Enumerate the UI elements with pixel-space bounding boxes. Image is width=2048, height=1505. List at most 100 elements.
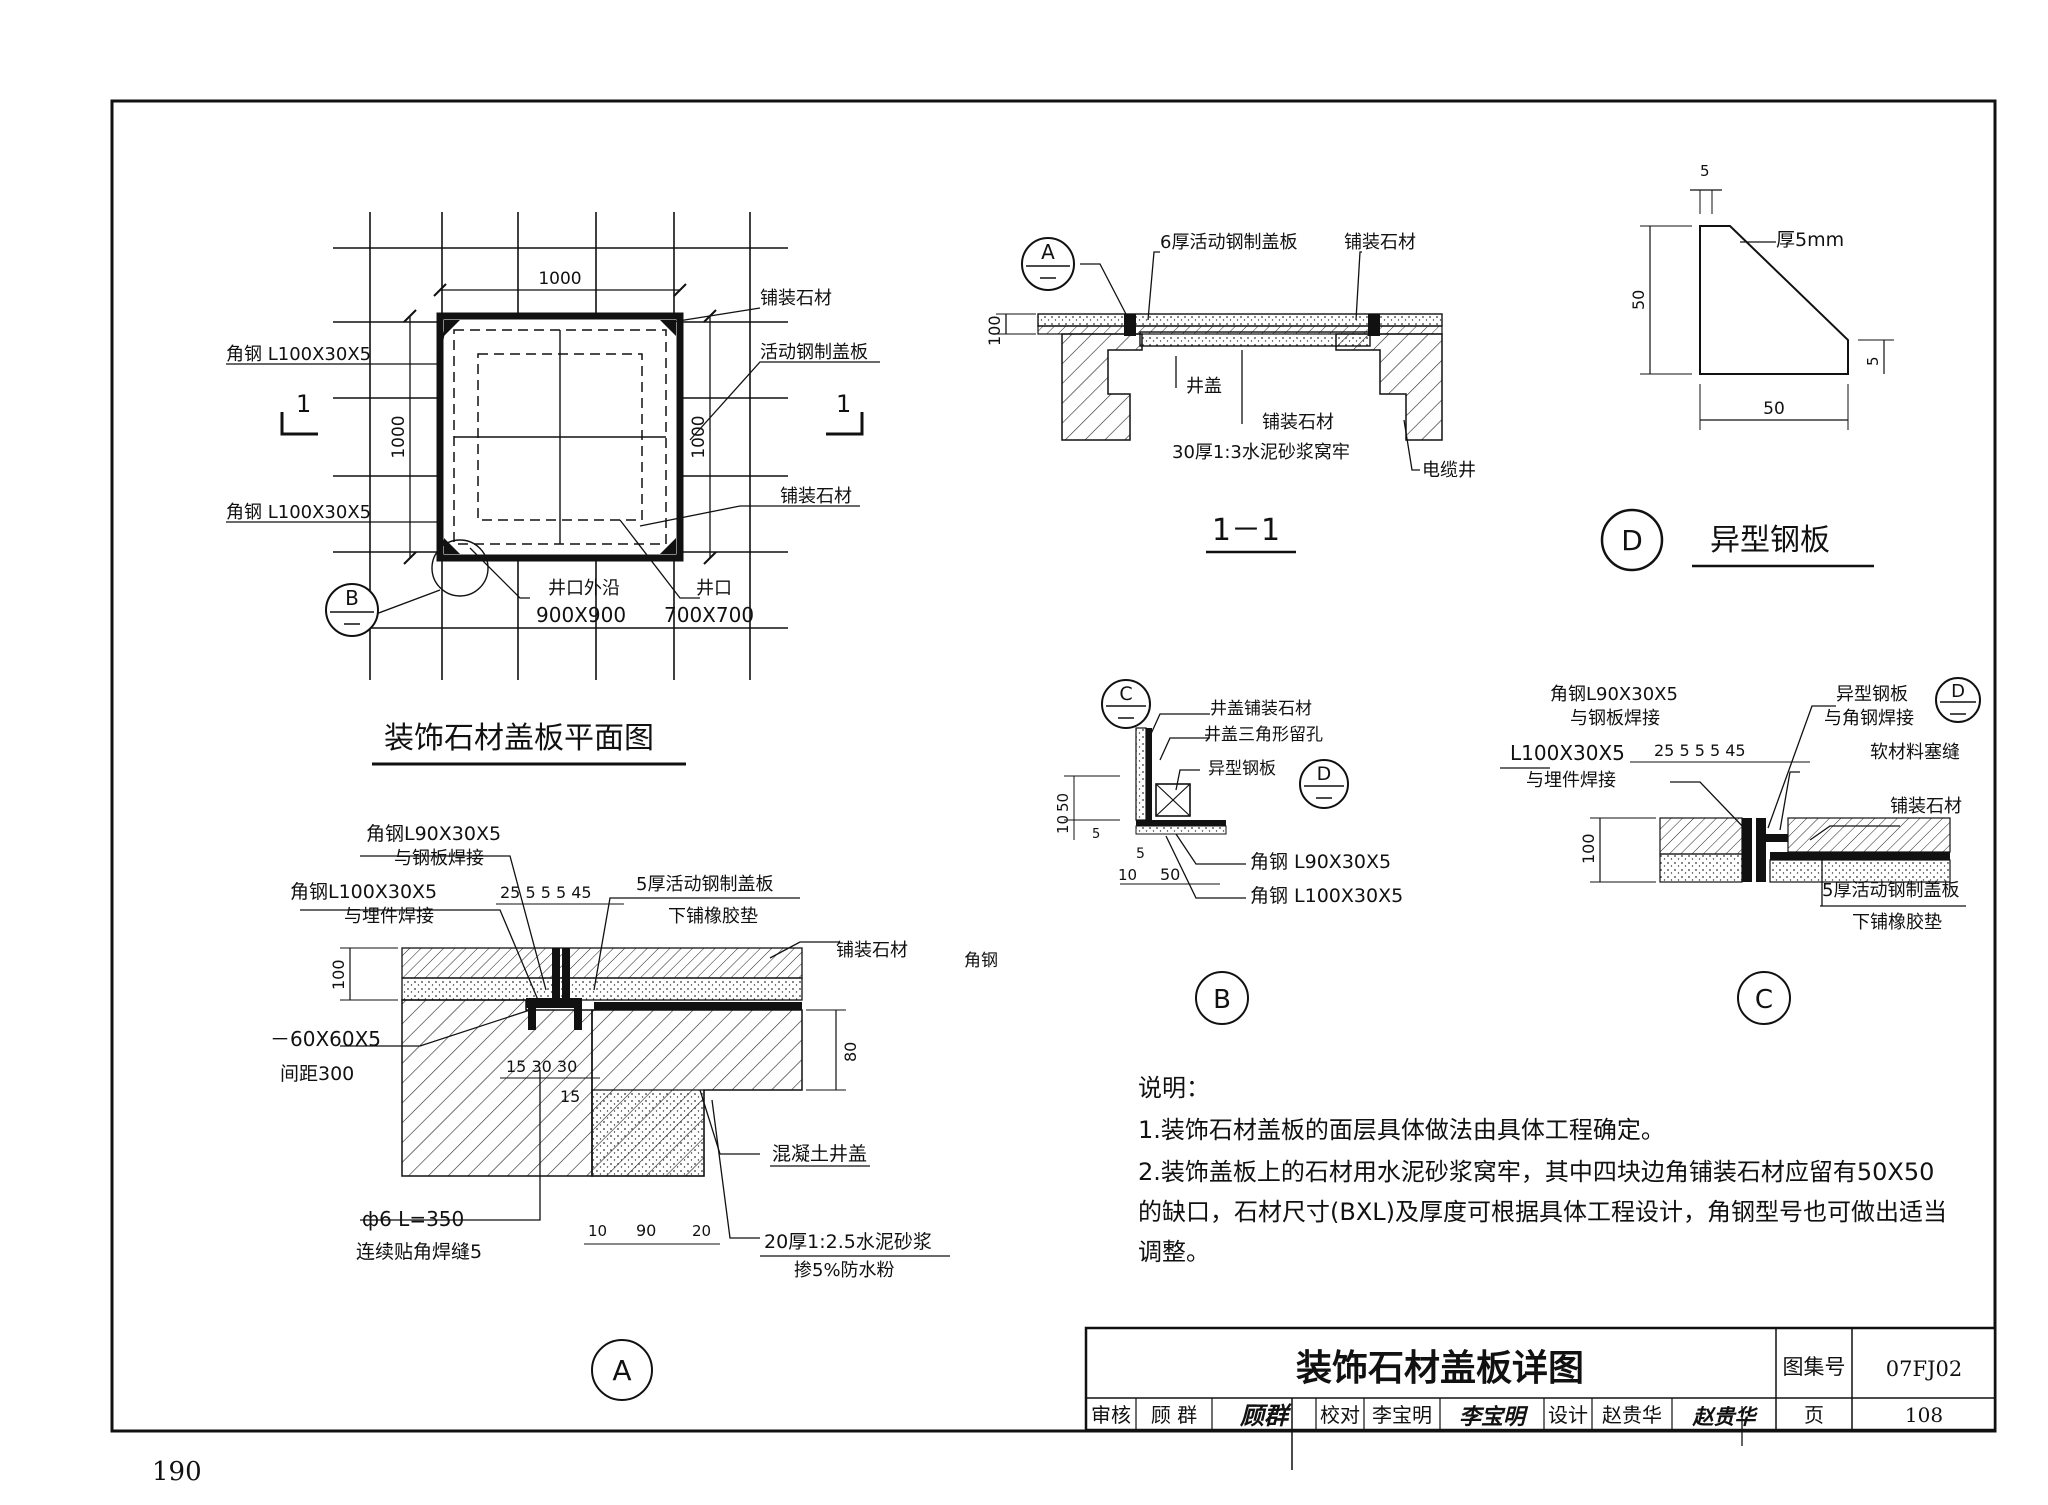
- section-label-stone: 铺装石材: [1344, 232, 1416, 253]
- detail-d-dim-50-left: 50: [1629, 290, 1648, 310]
- section-1-1: 100 A 6厚活动钢制盖板 铺装石材 井盖 铺装石材 30厚1:3水泥砂浆窝牢…: [985, 232, 1476, 554]
- title-block-check: 校对: [1320, 1403, 1360, 1427]
- detail-a-label-weld-plate: 与钢板焊接: [394, 848, 484, 869]
- detail-a-label-spacing: 间距300: [280, 1063, 354, 1085]
- detail-d-title: 异型钢板: [1710, 523, 1830, 558]
- plan-label-outer-dim: 900X900: [536, 603, 626, 627]
- section-callout-a: A: [1041, 240, 1055, 264]
- notes-heading: 说明：: [1138, 1074, 1210, 1102]
- detail-d: 厚5mm 5 50 5 50 D 异型钢板: [1600, 162, 1894, 572]
- notes: 说明： 1.装饰石材盖板的面层具体做法由具体工程确定。 2.装饰盖板上的石材用水…: [1138, 1074, 1947, 1266]
- plan-callout-b: B: [345, 586, 359, 610]
- title-block-reviewer-signature: 顾群: [1239, 1402, 1292, 1430]
- plan-label-angle-bottom: 角钢 L100X30X5: [226, 502, 371, 523]
- detail-a-dims-top: 25 5 5 5 45: [500, 883, 592, 902]
- detail-a-dim-100: 100: [329, 959, 348, 990]
- detail-c-label-weld-angle: 与角钢焊接: [1824, 708, 1914, 729]
- detail-a-label-concrete: 混凝土井盖: [772, 1143, 867, 1165]
- detail-a-dims-mid: 15 30 30: [506, 1057, 577, 1076]
- detail-b-label3: 异型钢板: [1208, 759, 1276, 779]
- detail-a-label-stone: 铺装石材: [836, 940, 908, 961]
- plan-dim-right: 1000: [689, 415, 709, 458]
- detail-a-label-plate: －60X60X5: [270, 1027, 381, 1051]
- plan-label-cover: 活动钢制盖板: [760, 342, 868, 363]
- detail-a-label-angle-steel: 角钢: [964, 951, 998, 971]
- notes-line1: 1.装饰石材盖板的面层具体做法由具体工程确定。: [1138, 1116, 1665, 1144]
- title-block-designer-signature: 赵贵华: [1692, 1405, 1759, 1429]
- section-label-stone2: 铺装石材: [1262, 412, 1334, 433]
- detail-a-label-fillet: 连续贴角焊缝5: [356, 1241, 482, 1263]
- detail-c-label-angle100: L100X30X5: [1510, 741, 1625, 765]
- detail-d-dim-5-top: 5: [1700, 162, 1710, 180]
- detail-b-label4: 角钢 L90X30X5: [1250, 851, 1391, 873]
- detail-d-label-thickness: 厚5mm: [1776, 229, 1844, 251]
- plan-section-mark-right: 1: [836, 390, 851, 418]
- plan-title: 装饰石材盖板平面图: [384, 721, 654, 756]
- detail-c-dim-100: 100: [1579, 833, 1598, 864]
- sheet-frame: [110, 99, 1997, 1433]
- detail-b: C 井盖铺装石材 井盖三角形留孔 异型钢板 D 角钢 L90X30X5 角钢 L…: [1054, 679, 1403, 1025]
- detail-b-label5: 角钢 L100X30X5: [1250, 885, 1403, 907]
- plan-view: 1000 1000 1000 角钢 L100X30X5 角钢 L100X30X5…: [226, 212, 880, 766]
- detail-b-dim-10: 10: [1054, 815, 1072, 834]
- plan-label-stone-top: 铺装石材: [760, 288, 832, 309]
- detail-b-label2: 井盖三角形留孔: [1204, 725, 1323, 745]
- notes-line2b: 的缺口，石材尺寸(BXL)及厚度可根据具体工程设计，角钢型号也可做出适当: [1138, 1198, 1947, 1226]
- section-label-cable-well: 电缆井: [1422, 460, 1476, 481]
- detail-b-callout-c: C: [1119, 683, 1132, 705]
- detail-d-dim-50-bottom: 50: [1763, 399, 1785, 419]
- detail-b-callout-d: D: [1317, 763, 1332, 785]
- detail-d-dim-5-right: 5: [1864, 356, 1882, 366]
- detail-a-label-angle90: 角钢L90X30X5: [366, 823, 501, 845]
- detail-a-dim-10: 10: [588, 1222, 607, 1240]
- title-block-title: 装饰石材盖板详图: [1296, 1348, 1584, 1389]
- detail-c-callout-d: D: [1951, 681, 1965, 702]
- detail-a-label-rebar: ф6 L=350: [362, 1207, 464, 1231]
- title-block-reviewer: 顾 群: [1151, 1403, 1197, 1427]
- title-block-page-label: 页: [1804, 1403, 1824, 1427]
- section-label-well-cover: 井盖: [1186, 376, 1222, 397]
- detail-a-dim-90: 90: [636, 1221, 656, 1240]
- detail-a-label-waterproof: 掺5%防水粉: [794, 1260, 895, 1281]
- title-block-designer: 赵贵华: [1602, 1403, 1662, 1427]
- detail-c: 角钢L90X30X5 与钢板焊接 L100X30X5 与埋件焊接 异型钢板 与角…: [1500, 677, 1981, 1025]
- detail-a-label-weld-embed: 与埋件焊接: [344, 906, 434, 927]
- detail-c-label-soft-seal: 软材料塞缝: [1870, 742, 1960, 763]
- title-block-checker: 李宝明: [1372, 1403, 1432, 1427]
- detail-b-label1: 井盖铺装石材: [1210, 699, 1312, 719]
- detail-b-dim-5b: 5: [1136, 846, 1145, 862]
- detail-c-label-angle90: 角钢L90X30X5: [1550, 684, 1678, 705]
- detail-a-label-cover5: 5厚活动钢制盖板: [636, 874, 773, 895]
- title-block-page-value: 108: [1905, 1403, 1943, 1427]
- detail-c-dims: 25 5 5 5 45: [1654, 741, 1746, 760]
- detail-b-dim-50b: 50: [1160, 865, 1180, 884]
- section-label-steel-cover: 6厚活动钢制盖板: [1160, 232, 1297, 253]
- detail-c-label-cover5: 5厚活动钢制盖板: [1822, 880, 1959, 901]
- title-block: 装饰石材盖板详图 图集号 07FJ02 审核 顾 群 顾群 校对 李宝明 李宝明…: [1084, 1326, 1997, 1470]
- notes-line2a: 2.装饰盖板上的石材用水泥砂浆窝牢，其中四块边角铺装石材应留有50X50: [1138, 1158, 1934, 1186]
- detail-a: 角钢L90X30X5 与钢板焊接 角钢L100X30X5 与埋件焊接 25 5 …: [270, 823, 998, 1401]
- title-block-review: 审核: [1091, 1403, 1131, 1427]
- plan-dim-left: 1000: [389, 415, 409, 458]
- plan-label-stone-right: 铺装石材: [780, 486, 852, 507]
- detail-a-dim-15: 15: [560, 1087, 580, 1106]
- detail-a-dim-80: 80: [841, 1042, 860, 1062]
- plan-dim-top: 1000: [538, 269, 581, 289]
- title-block-design: 设计: [1548, 1403, 1588, 1427]
- detail-b-circle: B: [1213, 985, 1231, 1015]
- plan-label-well-mouth: 井口: [696, 578, 732, 599]
- detail-c-label-weld-embed: 与埋件焊接: [1526, 770, 1616, 791]
- section-label-mortar: 30厚1:3水泥砂浆窝牢: [1172, 442, 1350, 463]
- detail-d-circle: D: [1621, 524, 1643, 557]
- detail-b-dim-5a: 5: [1092, 827, 1100, 842]
- section-dim-100: 100: [985, 315, 1004, 346]
- title-block-checker-signature: 李宝明: [1459, 1404, 1529, 1430]
- detail-a-dim-20: 20: [692, 1222, 711, 1240]
- notes-line2c: 调整。: [1138, 1238, 1210, 1266]
- plan-label-outer-edge: 井口外沿: [548, 578, 620, 599]
- detail-b-dim-10b: 10: [1118, 866, 1137, 884]
- detail-a-circle: A: [612, 1354, 631, 1387]
- detail-c-circle: C: [1755, 985, 1773, 1015]
- page-number: 190: [152, 1457, 202, 1487]
